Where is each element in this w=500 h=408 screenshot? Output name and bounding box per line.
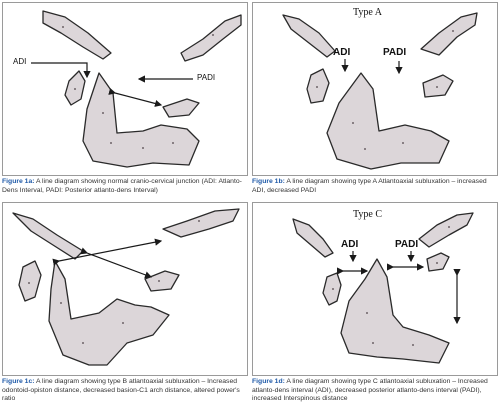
padi-label: PADI — [197, 73, 216, 82]
figure-1a-panel: ADI PADI — [2, 2, 248, 176]
figure-1c-text: A line diagram showing type B atlantoaxi… — [2, 378, 240, 403]
figure-1c-panel — [2, 202, 248, 376]
figure-1b-number: Figure 1b: — [252, 178, 285, 185]
figure-1a-diagram — [31, 10, 242, 168]
adi-label: ADI — [341, 239, 359, 250]
skull-base-bone — [42, 10, 112, 60]
figure-1b-panel: Type A ADI PADI — [252, 2, 498, 176]
occipital-bone — [162, 208, 240, 238]
c1-posterior-arch — [422, 74, 454, 98]
figure-1a-number: Figure 1a: — [2, 178, 35, 185]
type-c-label: Type C — [353, 209, 383, 220]
padi-double-arrow — [108, 88, 163, 107]
figure-1b-diagram — [282, 12, 478, 170]
skull-base-bone — [292, 218, 334, 258]
figure-1c-number: Figure 1c: — [2, 378, 35, 385]
c2-dens-body — [326, 72, 450, 170]
occipital-bone — [420, 12, 478, 56]
figure-1a-text: A line diagram showing normal cranio-cer… — [2, 178, 242, 194]
adi-label: ADI — [13, 57, 27, 66]
c2-dens-body — [48, 260, 170, 366]
c2-dens-body — [82, 72, 200, 168]
occipital-bone — [418, 212, 474, 248]
padi-label: PADI — [383, 47, 407, 58]
figure-1c-diagram — [12, 208, 240, 366]
c1-anterior-arch — [18, 260, 42, 302]
type-a-label: Type A — [353, 7, 383, 18]
figure-1d-panel: Type C ADI PADI — [252, 202, 498, 376]
c2-dens-body — [340, 258, 450, 364]
c1-posterior-arch — [426, 252, 450, 272]
c1-anterior-arch — [306, 68, 330, 104]
figure-1d-caption: Figure 1d: A line diagram showing type C… — [252, 378, 498, 404]
adi-label: ADI — [333, 47, 351, 58]
skull-base-bone — [12, 212, 84, 260]
occipital-bone — [180, 14, 242, 62]
adi-pointer-line — [31, 62, 91, 79]
c1-posterior-arch — [144, 270, 180, 292]
figure-1b-caption: Figure 1b: A line diagram showing type A… — [252, 178, 498, 195]
figure-1d-diagram — [292, 212, 474, 364]
figure-1d-text: A line diagram showing type C atlantoaxi… — [252, 378, 488, 403]
padi-label: PADI — [395, 239, 419, 250]
figure-1b-text: A line diagram showing type A Atlantoaxi… — [252, 178, 487, 194]
skull-base-bone — [282, 14, 336, 58]
c1-posterior-arch — [162, 98, 200, 118]
figure-1a-caption: Figure 1a: A line diagram showing normal… — [2, 178, 248, 195]
figure-1c-caption: Figure 1c: A line diagram showing type B… — [2, 378, 248, 404]
figure-1d-number: Figure 1d: — [252, 378, 285, 385]
basion-c1-arch-arrow — [80, 247, 153, 279]
